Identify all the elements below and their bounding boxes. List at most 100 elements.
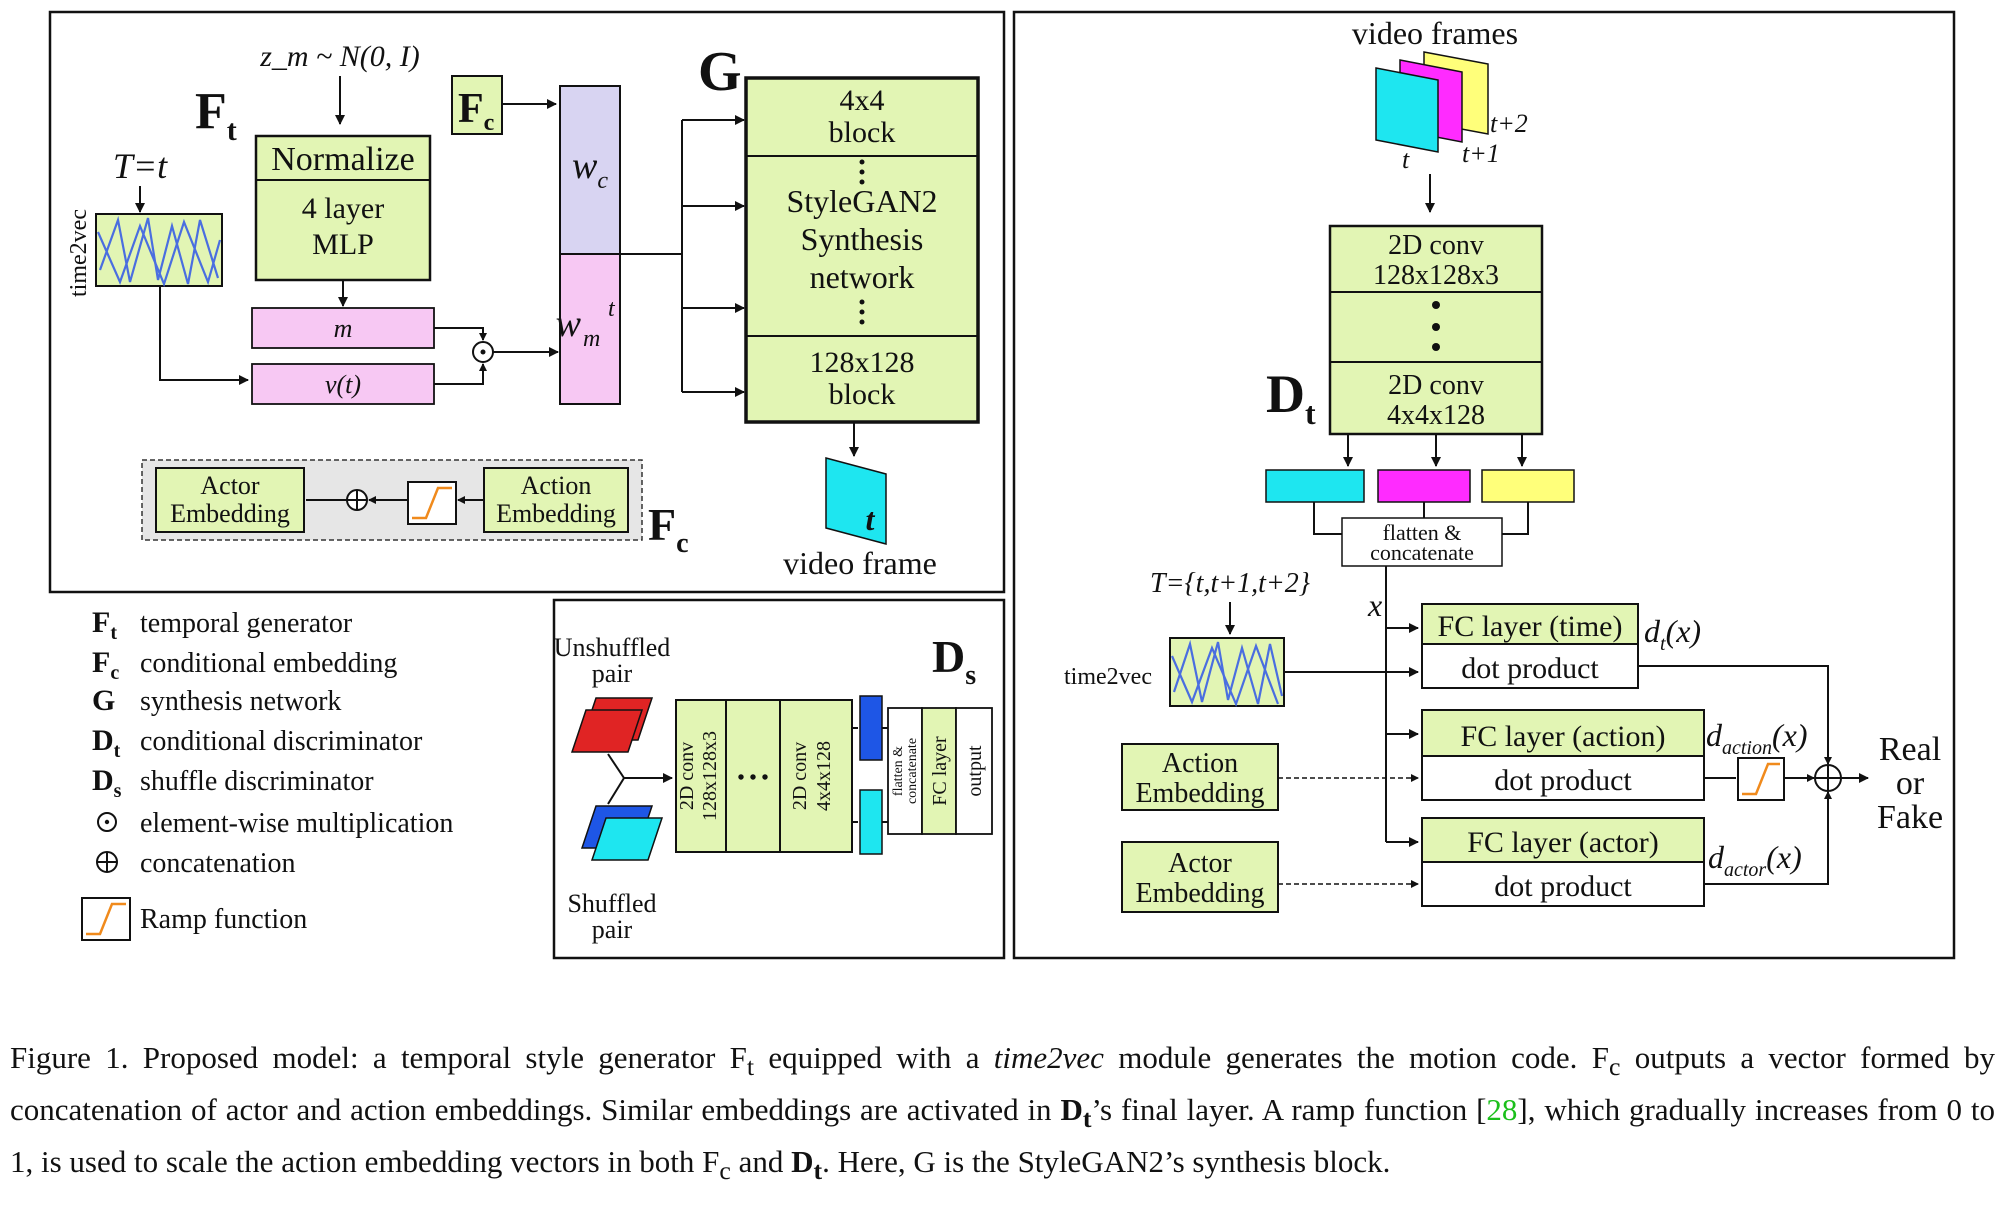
disc-action-embedding: Action Embedding [1121, 743, 1279, 811]
time2vec-box [95, 213, 223, 288]
svg-text:element-wise multiplication: element-wise multiplication [140, 808, 453, 839]
synthesis-network-box: 4x4 block StyleGAN2 Synthesis network 12… [744, 76, 980, 424]
shuffle-feat-cyan [859, 789, 883, 855]
fc-actor-box: FC layer (actor) dot product [1421, 817, 1705, 907]
legend: Ft temporal generator Fc conditional emb… [81, 606, 453, 941]
conditional-discriminator-panel: video frames t+2 t+1 t 2D conv 128x128x3… [1012, 10, 1956, 960]
synth-line1: StyleGAN2 [786, 183, 937, 219]
svg-text:Fc: Fc [92, 646, 119, 684]
disc-feat-cyan [1265, 469, 1365, 503]
synth-line2: Synthesis [801, 221, 924, 257]
legend-item-oplus: concatenation [96, 848, 295, 879]
svg-text:shuffle discriminator: shuffle discriminator [140, 766, 374, 797]
svg-text:t+2: t+2 [1490, 109, 1528, 138]
svg-text:concatenate: concatenate [905, 738, 920, 804]
m-label: m [334, 314, 353, 343]
ds-label: Ds [932, 631, 976, 691]
wm-box [559, 253, 621, 405]
svg-text:FC layer (actor): FC layer (actor) [1467, 826, 1659, 859]
svg-text:flatten &: flatten & [1383, 520, 1462, 545]
svg-text:conditional embedding: conditional embedding [140, 648, 397, 679]
legend-item-ft: Ft temporal generator [92, 606, 353, 644]
x-label: x [1367, 587, 1382, 623]
legend-item-ds: Ds shuffle discriminator [92, 764, 374, 802]
unshuffled-1: Unshuffled [554, 633, 671, 662]
legend-item-fc: Fc conditional embedding [92, 646, 397, 684]
gen-actor-emb-1: Actor [200, 471, 260, 500]
mlp-line2: MLP [312, 228, 374, 261]
svg-text:concatenation: concatenation [140, 848, 295, 879]
shuffle-feat-blue [859, 695, 883, 761]
svg-text:synthesis network: synthesis network [140, 686, 341, 717]
legend-item-g: G synthesis network [92, 684, 341, 717]
unshuffled-2: pair [592, 659, 633, 688]
svg-text:conditional discriminator: conditional discriminator [140, 726, 423, 757]
shuffle-flatten-box [887, 707, 923, 835]
svg-text:4x4x128: 4x4x128 [813, 741, 835, 811]
shuffle-discriminator-panel: Ds Unshuffled pair Shuffled pair 2D conv… [552, 598, 1006, 960]
disc-actor-embedding: Actor Embedding [1121, 841, 1279, 913]
svg-text:Ds: Ds [92, 764, 122, 802]
legend-item-ramp: Ramp function [81, 897, 307, 941]
normalize-text: Normalize [271, 141, 415, 178]
t-equals-t-label: T=t [113, 146, 168, 186]
svg-text:2D conv: 2D conv [676, 742, 698, 810]
block128-line2: block [829, 378, 896, 411]
svg-text:2D conv: 2D conv [1388, 230, 1484, 261]
t-set-label: T={t,t+1,t+2} [1150, 568, 1310, 599]
unshuffled-frame-front [570, 709, 644, 753]
mlp-line1: 4 layer [302, 192, 384, 225]
generator-panel: z_m ~ N(0, I) Ft T=t time2vec Normalize … [48, 10, 1006, 594]
shuffle-fc-box [921, 707, 957, 835]
svg-text:t: t [1402, 145, 1410, 174]
svg-text:dot product: dot product [1461, 652, 1599, 685]
svg-text:• • •: • • • [737, 767, 768, 789]
gen-actor-emb-2: Embedding [170, 499, 290, 528]
ft-label: Ft [195, 83, 237, 147]
disc-time2vec-label: time2vec [1064, 664, 1152, 690]
video-frame-label: video frame [783, 545, 937, 581]
fake-label: Fake [1877, 799, 1943, 836]
disc-feat-magenta [1377, 469, 1471, 503]
fc-small-label: Fc [458, 86, 495, 136]
svg-text:FC layer (time): FC layer (time) [1438, 610, 1623, 643]
wc-label: wc [572, 145, 608, 194]
wm-label: wm [556, 303, 601, 352]
synth-line3: network [810, 259, 915, 295]
disc-flatten-box [1341, 517, 1503, 567]
svg-text:Embedding: Embedding [1135, 878, 1264, 909]
svg-text:Embedding: Embedding [1135, 778, 1264, 809]
svg-text:FC layer: FC layer [929, 736, 951, 806]
svg-text:2D conv: 2D conv [1388, 370, 1484, 401]
gen-action-emb-1: Action [521, 471, 592, 500]
daction-output-label: daction(x) [1706, 717, 1808, 759]
svg-text:FC layer (action): FC layer (action) [1461, 720, 1666, 753]
fc-action-box: FC layer (action) dot product [1421, 709, 1705, 801]
noise-label: z_m ~ N(0, I) [259, 40, 420, 73]
svg-text:concatenate: concatenate [1370, 540, 1474, 565]
figure-caption: Figure 1. Proposed model: a temporal sty… [10, 1040, 1996, 1186]
fc-time-box: FC layer (time) dot product [1421, 603, 1639, 689]
shuffle-output-box [955, 707, 993, 835]
svg-text:4x4x128: 4x4x128 [1387, 400, 1485, 431]
wm-sup: t [608, 296, 616, 322]
block128-line1: 128x128 [810, 346, 915, 379]
normalize-mlp-box: Normalize 4 layer MLP [254, 134, 432, 282]
model-diagram: z_m ~ N(0, I) Ft T=t time2vec Normalize … [48, 10, 1956, 960]
real-label: Real [1879, 731, 1941, 768]
svg-text:Ramp function: Ramp function [140, 904, 307, 935]
svg-text:dot product: dot product [1494, 764, 1632, 797]
block4-line1: 4x4 [840, 84, 885, 117]
block4-line2: block [829, 116, 896, 149]
svg-text:Dt: Dt [92, 724, 121, 762]
or-label: or [1896, 765, 1925, 802]
video-frame-icon [825, 457, 887, 545]
dt-output-label: dt(x) [1644, 613, 1701, 655]
shuffled-2: pair [592, 915, 633, 944]
citation-link[interactable]: 28 [1486, 1092, 1518, 1128]
disc-conv-stack: 2D conv 128x128x3 2D conv 4x4x128 [1328, 224, 1544, 436]
video-frames-label: video frames [1352, 15, 1518, 51]
svg-text:Ft: Ft [92, 606, 117, 644]
svg-text:Action: Action [1162, 748, 1238, 779]
fc-embedding-box: Actor Embedding Action Embedding [141, 459, 643, 541]
